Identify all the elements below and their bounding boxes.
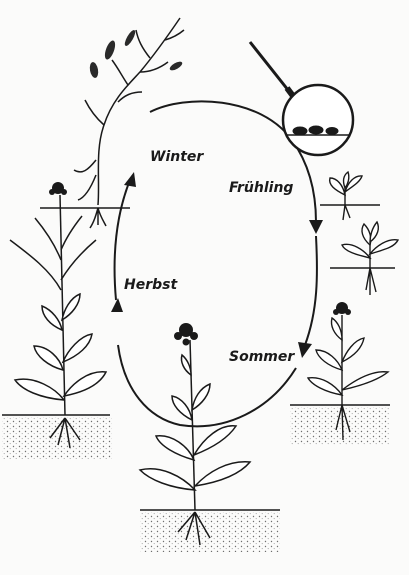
autumn-seeding-plant xyxy=(10,195,106,448)
arrow-head-fruehling xyxy=(309,220,323,234)
cycle-oval xyxy=(115,101,317,426)
season-label-winter: Winter xyxy=(150,150,203,164)
arrow-head-winter xyxy=(124,172,136,187)
arrow-head-herbst xyxy=(111,298,123,312)
season-label-sommer: Sommer xyxy=(229,350,294,364)
season-label-herbst: Herbst xyxy=(124,278,177,292)
winter-plant-leaves xyxy=(89,29,184,79)
soil-textures xyxy=(2,407,390,552)
spring-seedling-small xyxy=(330,172,362,220)
winter-dead-plant xyxy=(74,18,184,228)
cycle-arc-right xyxy=(305,236,317,345)
center-flower-head xyxy=(174,323,198,346)
season-label-fruehling: Frühling xyxy=(229,181,293,195)
spring-seedling-large xyxy=(342,222,398,295)
autumn-seed-head xyxy=(49,182,67,195)
magnifying-glass-icon xyxy=(250,42,353,155)
summer-flower-head xyxy=(333,302,351,315)
arrow-head-sommer xyxy=(298,342,312,358)
cycle-arrowheads xyxy=(111,172,323,358)
